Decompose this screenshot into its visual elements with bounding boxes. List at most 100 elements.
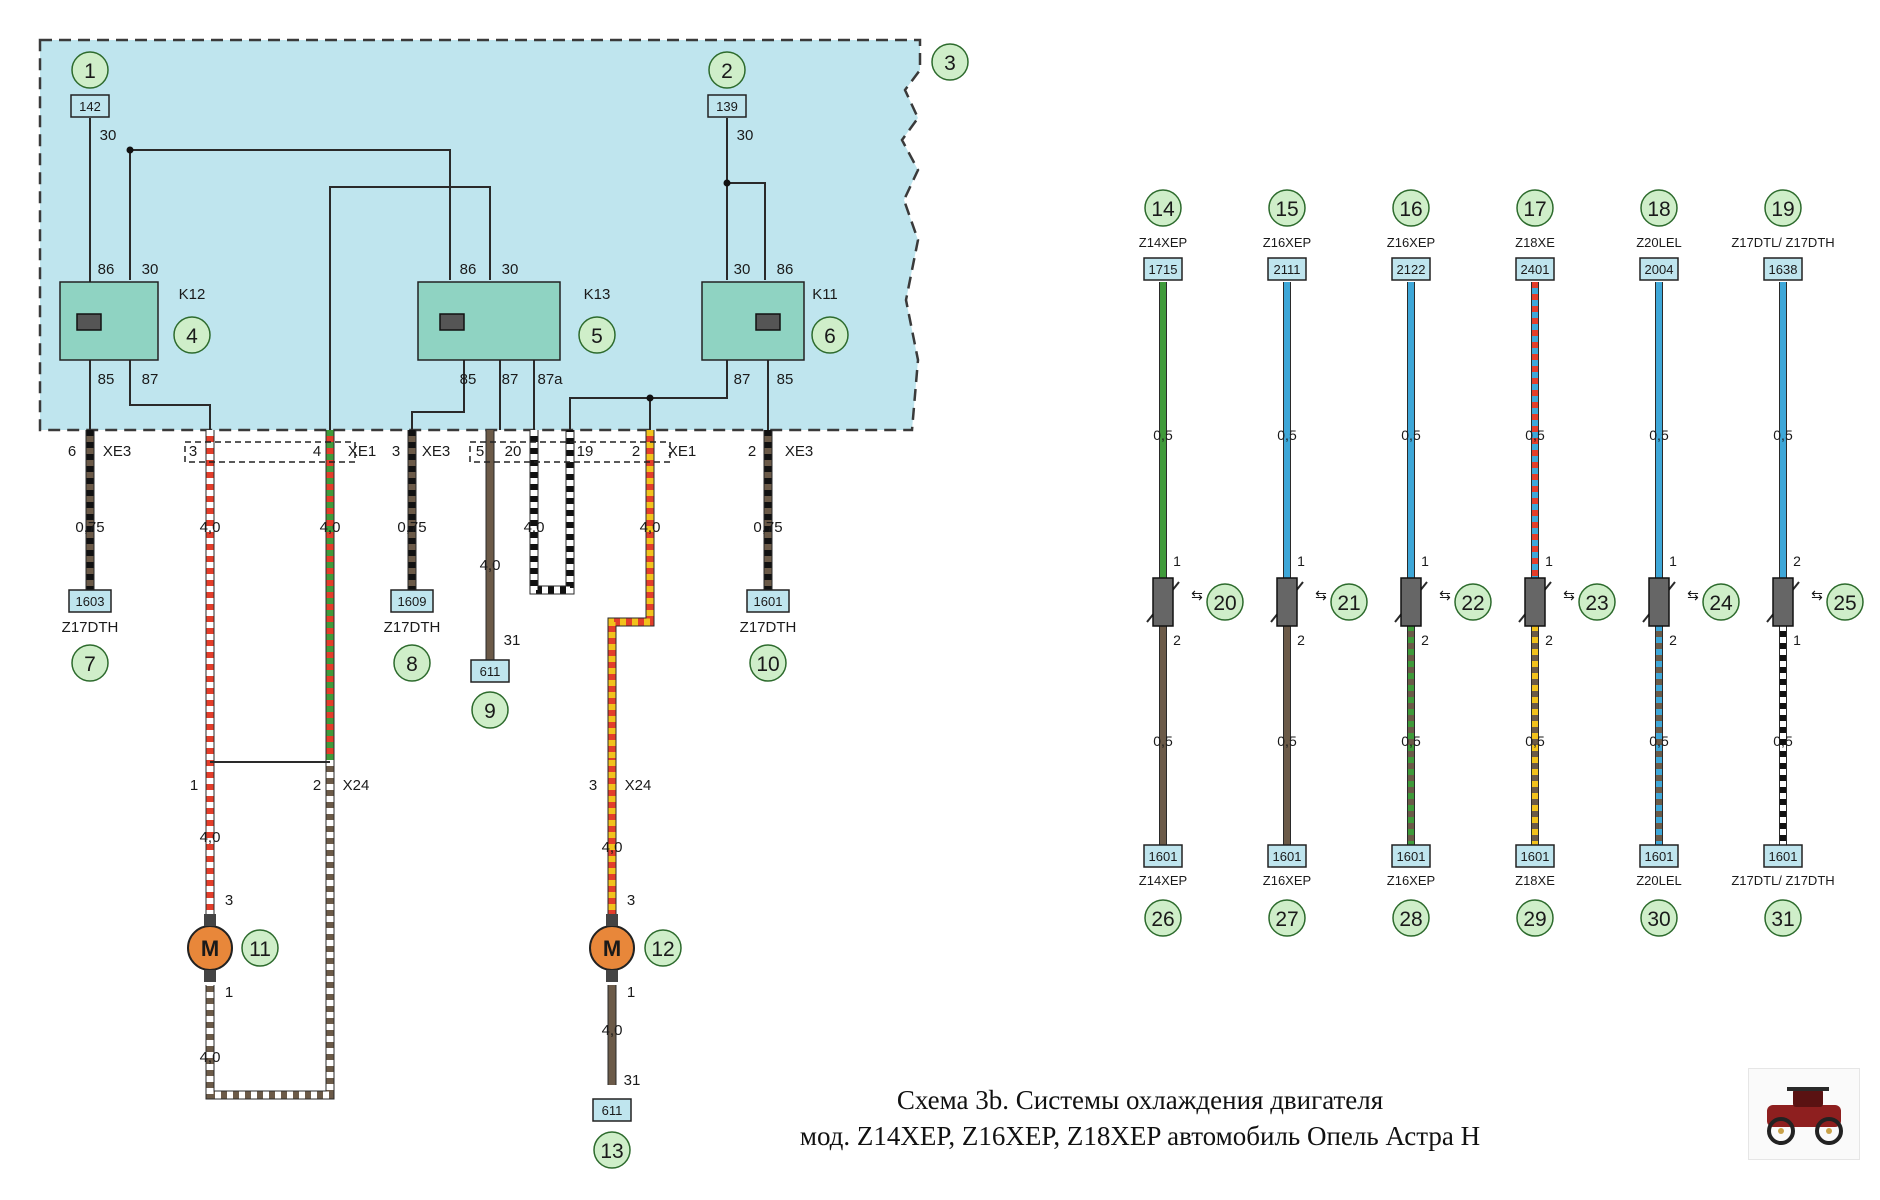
callout-12 [644, 929, 682, 967]
sensor-top-box-label: 1715 [1149, 262, 1178, 277]
sensor-bottom-box [1515, 844, 1555, 868]
callout-5-label: 5 [591, 325, 603, 348]
callout-15-label: 15 [1275, 198, 1298, 221]
sensor-top-box [1639, 257, 1679, 281]
diagram-label: 19 [577, 443, 594, 460]
sensor-pin-bottom: 1 [1793, 632, 1801, 648]
callout-2 [708, 51, 746, 89]
sensor-bottom-engine: Z16XEP [1387, 873, 1435, 888]
sensor-top-box-label: 2111 [1274, 262, 1301, 277]
heat-arrows-icon: ⇆ [1315, 587, 1327, 603]
callout-5 [578, 316, 616, 354]
callout-17 [1516, 189, 1554, 227]
callout-9 [471, 691, 509, 729]
sensor-bottom-box-label: 1601 [1273, 849, 1302, 864]
callout-2-label: 2 [721, 60, 733, 83]
callout-10-label: 10 [756, 653, 779, 676]
callout-6 [811, 316, 849, 354]
diagram-label: XE3 [103, 443, 131, 460]
car-icon [1767, 1087, 1843, 1145]
vintage-car-logo [1748, 1068, 1860, 1160]
diagram-label: 3 [225, 892, 233, 909]
diagram-label: XE3 [785, 443, 813, 460]
wire-x24-2-ground [206, 760, 334, 1099]
callout-3-label: 3 [944, 52, 956, 75]
sensor-bottom-engine: Z16XEP [1263, 873, 1311, 888]
diagram-label: 20 [505, 443, 522, 460]
callout-19 [1764, 189, 1802, 227]
diagram-label: Z17DTH [740, 619, 797, 636]
callout-8-label: 8 [406, 653, 418, 676]
relay-k13-pin: 30 [502, 261, 519, 278]
relay-k12-coil [76, 313, 102, 331]
sensor-engine-label: Z17DTL/ Z17DTH [1731, 235, 1834, 250]
sensor-pin-top: 1 [1669, 553, 1677, 569]
callout-26 [1144, 899, 1182, 937]
callout-28 [1392, 899, 1430, 937]
wire-k11-86 [727, 182, 766, 280]
relay-k13-coil [439, 313, 465, 331]
sensor-pin-top: 1 [1173, 553, 1181, 569]
callout-1-label: 1 [84, 60, 96, 83]
connector-xe1-right [469, 441, 671, 463]
callout-8 [393, 644, 431, 682]
diagram-label: 3 [189, 443, 197, 460]
diagram-label: 2 [632, 443, 640, 460]
callout-24 [1702, 583, 1740, 621]
callout-26-label: 26 [1151, 908, 1174, 931]
diagram-label: X24 [343, 777, 370, 794]
callout-10 [749, 644, 787, 682]
wire-k12-87 [129, 350, 211, 430]
callout-11 [241, 929, 279, 967]
callout-30 [1640, 899, 1678, 937]
sensor-gauge-bottom: 0,5 [1401, 733, 1421, 749]
sensor-bottom-engine: Z17DTL/ Z17DTH [1731, 873, 1834, 888]
connector-box-1601 [746, 589, 790, 613]
relay-k11-pin: 87 [734, 371, 751, 388]
diagram-label: 4,0 [602, 1022, 623, 1039]
sensor-engine-label: Z18XE [1515, 235, 1555, 250]
callout-14 [1144, 189, 1182, 227]
relay-k13-pin: 87a [537, 371, 563, 388]
fuse-box-139 [707, 94, 747, 118]
diagram-label: 1 [225, 984, 233, 1001]
callout-11-label: 11 [249, 938, 271, 961]
diagram-label: X24 [625, 777, 652, 794]
sensor-top-box [1763, 257, 1803, 281]
sensor-bottom-box-label: 1601 [1149, 849, 1178, 864]
diagram-label: 31 [624, 1072, 641, 1089]
diagram-label: Z17DTH [384, 619, 441, 636]
connector-xe1-left [184, 441, 356, 463]
callout-15 [1268, 189, 1306, 227]
motor-terminal-bottom [204, 970, 216, 982]
callout-13 [593, 1131, 631, 1169]
diagram-label: XE1 [348, 443, 376, 460]
diagram-label: 30 [737, 127, 754, 144]
callout-16-label: 16 [1399, 198, 1422, 221]
heat-arrows-icon: ⇆ [1811, 587, 1823, 603]
callout-13-label: 13 [600, 1140, 623, 1163]
callout-18-label: 18 [1647, 198, 1670, 221]
diagram-label: 0,75 [75, 519, 104, 536]
fuse-box-142 [70, 94, 110, 118]
diagram-label: 4,0 [602, 839, 623, 856]
sensor-gauge-top: 0,5 [1401, 427, 1421, 443]
diagram-label: 4,0 [200, 829, 221, 846]
connector-box-1609-label: 1609 [398, 594, 427, 609]
sensor-top-box-label: 2004 [1645, 262, 1674, 277]
wire-xe1-2-stripe [608, 430, 654, 760]
relay-k11-pin: 86 [777, 261, 794, 278]
diagram-label: XE3 [422, 443, 450, 460]
relay-k13-pin: 87 [502, 371, 519, 388]
diagram-label: 0,75 [753, 519, 782, 536]
callout-25 [1826, 583, 1864, 621]
motor-1-symbol: M [201, 936, 219, 961]
relay-k11 [701, 281, 805, 361]
motor-terminal-bottom [606, 970, 618, 982]
connector-box-1603 [68, 589, 112, 613]
callout-3 [931, 43, 969, 81]
temperature-sensor [1276, 577, 1298, 627]
relay-k12-pin: 87 [142, 371, 159, 388]
ground-box-611-b-label: 611 [602, 1103, 623, 1118]
diagram-label: 1 [627, 984, 635, 1001]
